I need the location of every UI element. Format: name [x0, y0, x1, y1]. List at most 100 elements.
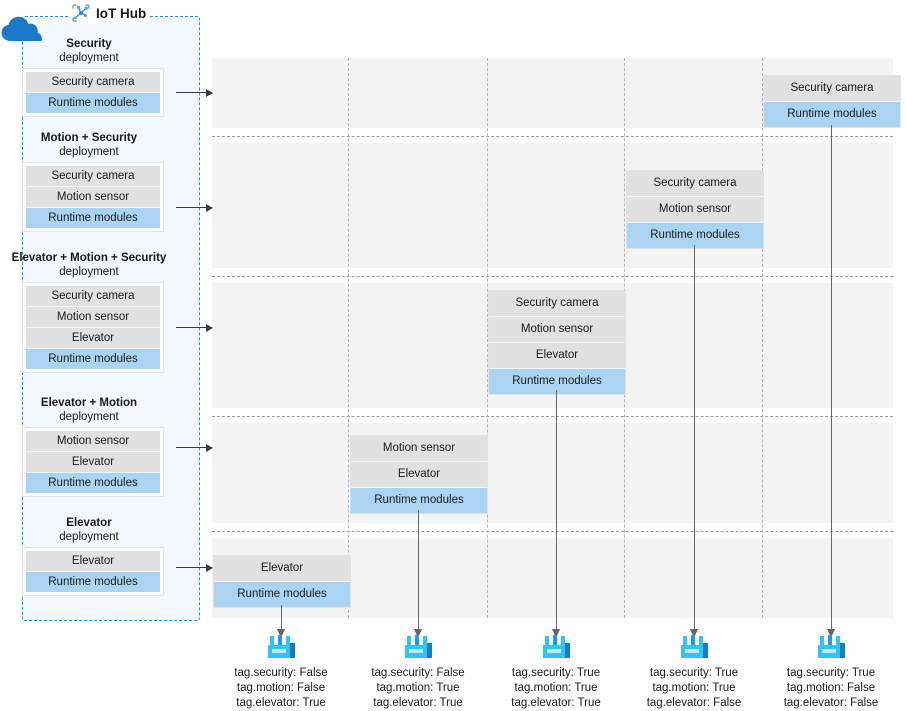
device-tag: tag.security: True — [786, 667, 876, 679]
deployment-module-card: Security camera Motion sensor Elevator R… — [22, 282, 164, 373]
grid-band-row-4 — [212, 423, 893, 523]
deployment-name: Security — [66, 38, 112, 50]
card-to-device-arrow — [827, 125, 835, 638]
module-row: Motion sensor — [26, 431, 160, 452]
device-tags: tag.security: True tag.motion: False tag… — [761, 666, 901, 711]
device-tags: tag.security: True tag.motion: True tag.… — [486, 666, 626, 711]
grid-row-separator — [212, 416, 893, 417]
runtime-modules-row: Runtime modules — [214, 582, 350, 607]
hub-to-grid-arrow — [176, 563, 213, 572]
runtime-modules-row: Runtime modules — [26, 93, 160, 113]
device-tag: tag.motion: True — [514, 682, 598, 694]
device-3[interactable]: tag.security: True tag.motion: True tag.… — [486, 634, 626, 711]
device-tag: tag.elevator: False — [646, 697, 742, 709]
deployment-kind: deployment — [59, 530, 119, 543]
module-row: Motion sensor — [489, 317, 625, 343]
module-row: Elevator — [26, 551, 160, 572]
grid-card-row-3: Security camera Motion sensor Elevator R… — [488, 290, 626, 395]
deployment-group-elevator-motion-security[interactable]: Elevator + Motion + Security deployment … — [0, 252, 178, 373]
factory-icon — [405, 635, 432, 658]
device-2[interactable]: tag.security: False tag.motion: True tag… — [348, 634, 488, 711]
module-row: Security camera — [764, 76, 900, 102]
deployment-group-motion-security[interactable]: Motion + Security deployment Security ca… — [0, 132, 178, 232]
cloud-icon — [1, 16, 42, 41]
device-tag: tag.elevator: False — [783, 697, 879, 709]
device-tag: tag.elevator: True — [373, 697, 463, 709]
factory-icon — [268, 635, 295, 658]
device-tags: tag.security: True tag.motion: True tag.… — [624, 666, 764, 711]
module-row: Security camera — [26, 166, 160, 187]
runtime-modules-row: Runtime modules — [26, 473, 160, 493]
deployment-kind: deployment — [59, 410, 119, 423]
module-row: Security camera — [627, 171, 763, 197]
device-tag: tag.motion: False — [786, 682, 876, 694]
module-row: Elevator — [26, 452, 160, 473]
module-row: Security camera — [26, 286, 160, 307]
deployment-kind: deployment — [59, 265, 119, 278]
factory-icon — [543, 635, 570, 658]
device-tag: tag.motion: True — [652, 682, 736, 694]
deployment-kind: deployment — [59, 51, 119, 64]
deployment-module-card: Motion sensor Elevator Runtime modules — [22, 427, 164, 497]
device-5[interactable]: tag.security: True tag.motion: False tag… — [761, 634, 901, 711]
hub-to-grid-arrow — [176, 203, 213, 212]
grid-card-row-1: Security camera Runtime modules — [763, 75, 901, 128]
iot-hub-title: IoT Hub — [68, 2, 150, 24]
deployment-module-card: Elevator Runtime modules — [22, 547, 164, 596]
module-row: Security camera — [489, 291, 625, 317]
factory-icon — [818, 635, 845, 658]
module-row: Elevator — [26, 328, 160, 349]
deployment-label: Elevator deployment — [0, 517, 178, 544]
grid-row-separator — [212, 531, 893, 532]
grid-card-row-2: Security camera Motion sensor Runtime mo… — [626, 170, 764, 249]
deployment-name: Elevator + Motion + Security — [11, 252, 167, 264]
deployment-group-elevator-motion[interactable]: Elevator + Motion deployment Motion sens… — [0, 397, 178, 497]
deployment-name: Elevator — [66, 517, 112, 529]
grid-band-row-2 — [212, 143, 893, 268]
runtime-modules-row: Runtime modules — [26, 208, 160, 228]
factory-icon — [681, 635, 708, 658]
grid-row-separator — [212, 276, 893, 277]
device-tag: tag.security: True — [649, 667, 739, 679]
device-tag: tag.security: True — [511, 667, 601, 679]
runtime-modules-row: Runtime modules — [351, 488, 487, 513]
card-to-device-arrow — [690, 245, 698, 638]
device-tags: tag.security: False tag.motion: True tag… — [348, 666, 488, 711]
hub-to-grid-arrow — [176, 323, 213, 332]
deployment-kind: deployment — [59, 145, 119, 158]
card-to-device-arrow — [414, 510, 422, 638]
deployment-name: Motion + Security — [40, 132, 138, 144]
deployment-label: Elevator + Motion + Security deployment — [0, 252, 178, 279]
deployment-group-security[interactable]: Security deployment Security camera Runt… — [0, 38, 178, 117]
device-tag: tag.security: False — [371, 667, 465, 679]
deployment-name: Elevator + Motion — [40, 397, 138, 409]
grid-card-row-5: Elevator Runtime modules — [213, 555, 351, 608]
device-4[interactable]: tag.security: True tag.motion: True tag.… — [624, 634, 764, 711]
grid-row-separator — [212, 136, 893, 137]
grid-column-divider — [487, 58, 488, 618]
iot-hub-icon — [72, 4, 90, 22]
deployment-module-card: Security camera Motion sensor Runtime mo… — [22, 162, 164, 232]
device-tag: tag.elevator: True — [236, 697, 326, 709]
card-to-device-arrow — [552, 390, 560, 638]
module-row: Elevator — [214, 556, 350, 582]
device-tag: tag.motion: False — [236, 682, 326, 694]
module-row: Security camera — [26, 72, 160, 93]
device-tag: tag.security: False — [234, 667, 328, 679]
deployment-module-card: Security camera Runtime modules — [22, 68, 164, 117]
grid-column-divider — [762, 58, 763, 618]
runtime-modules-row: Runtime modules — [26, 572, 160, 592]
deployment-label: Elevator + Motion deployment — [0, 397, 178, 424]
device-tags: tag.security: False tag.motion: False ta… — [211, 666, 351, 711]
hub-to-grid-arrow — [176, 443, 213, 452]
runtime-modules-row: Runtime modules — [489, 369, 625, 394]
device-1[interactable]: tag.security: False tag.motion: False ta… — [211, 634, 351, 711]
device-tag: tag.motion: True — [376, 682, 460, 694]
grid-column-divider — [348, 58, 349, 618]
deployment-label: Motion + Security deployment — [0, 132, 178, 159]
deployment-group-elevator[interactable]: Elevator deployment Elevator Runtime mod… — [0, 517, 178, 596]
module-row: Motion sensor — [26, 307, 160, 328]
module-row: Elevator — [351, 462, 487, 488]
module-row: Motion sensor — [26, 187, 160, 208]
module-row: Motion sensor — [627, 197, 763, 223]
